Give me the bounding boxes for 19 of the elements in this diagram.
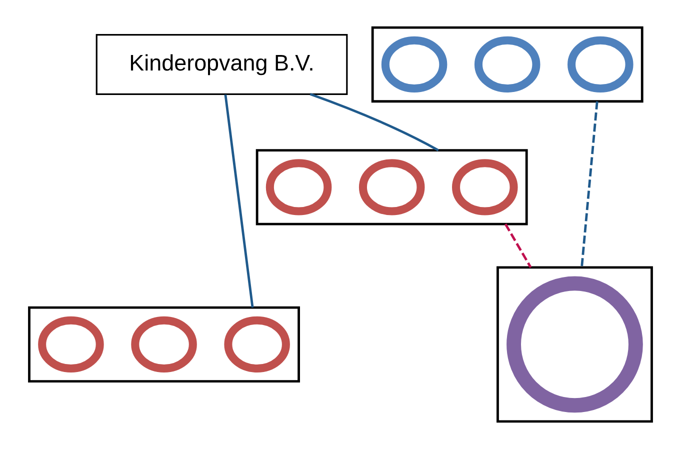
cluster — [496, 266, 652, 423]
connector — [504, 224, 532, 268]
node-circle — [265, 159, 332, 216]
cluster — [255, 149, 528, 226]
node-circle — [567, 36, 633, 93]
node-circle — [358, 159, 424, 216]
node-circle — [38, 316, 104, 372]
node-box: Kinderopvang B.V. — [95, 34, 348, 95]
connector — [309, 93, 438, 152]
node-circle — [506, 276, 642, 413]
cluster — [28, 306, 300, 383]
connector — [580, 101, 598, 268]
node-circle — [452, 159, 518, 216]
cluster — [370, 26, 643, 103]
node-circle — [130, 316, 196, 372]
connector — [224, 94, 254, 308]
node-circle — [224, 316, 290, 372]
node-circle — [380, 36, 447, 93]
node-circle — [474, 36, 540, 93]
